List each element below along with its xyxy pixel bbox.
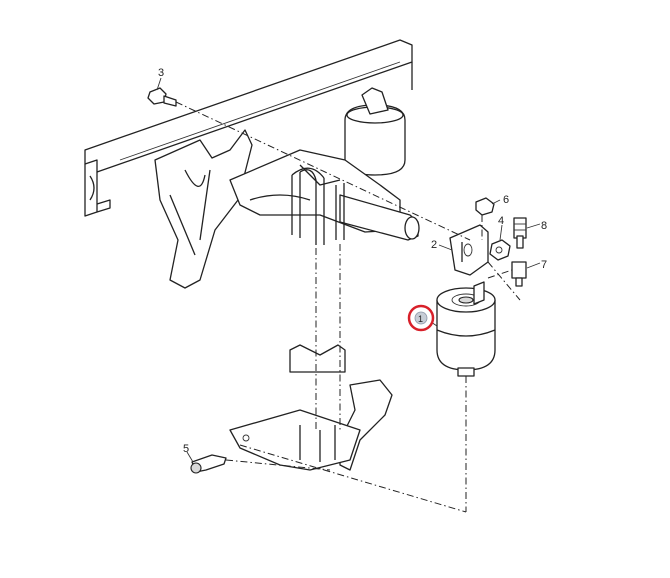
callout-1-highlight[interactable]: 1 bbox=[407, 304, 435, 332]
part-3-bolt bbox=[147, 87, 177, 107]
assembly-lines bbox=[175, 101, 521, 513]
part-1-cylinder bbox=[436, 281, 496, 377]
part-7-connector bbox=[511, 261, 527, 287]
part-4-nut bbox=[489, 239, 511, 261]
callout-1-dot bbox=[414, 311, 428, 325]
lower-bracket bbox=[229, 344, 393, 471]
left-hanger-bracket bbox=[154, 129, 253, 289]
part-5-bolt bbox=[190, 454, 227, 474]
callout-6-label: 6 bbox=[503, 194, 509, 206]
callout-1-label: 1 bbox=[418, 314, 423, 324]
callout-5-label: 5 bbox=[183, 443, 189, 455]
part-8-valve bbox=[513, 217, 527, 249]
frame-rail bbox=[84, 39, 413, 217]
callout-leaders bbox=[156, 77, 541, 463]
axle-housing bbox=[229, 149, 420, 241]
u-bolts bbox=[291, 167, 345, 245]
air-spring bbox=[344, 87, 406, 176]
callout-7-label: 7 bbox=[541, 259, 547, 271]
callout-4-label: 4 bbox=[498, 215, 504, 227]
callout-2-label: 2 bbox=[431, 239, 437, 251]
callout-3-label: 3 bbox=[158, 67, 164, 79]
callout-8-label: 8 bbox=[541, 220, 547, 232]
part-6-fitting bbox=[475, 197, 495, 216]
